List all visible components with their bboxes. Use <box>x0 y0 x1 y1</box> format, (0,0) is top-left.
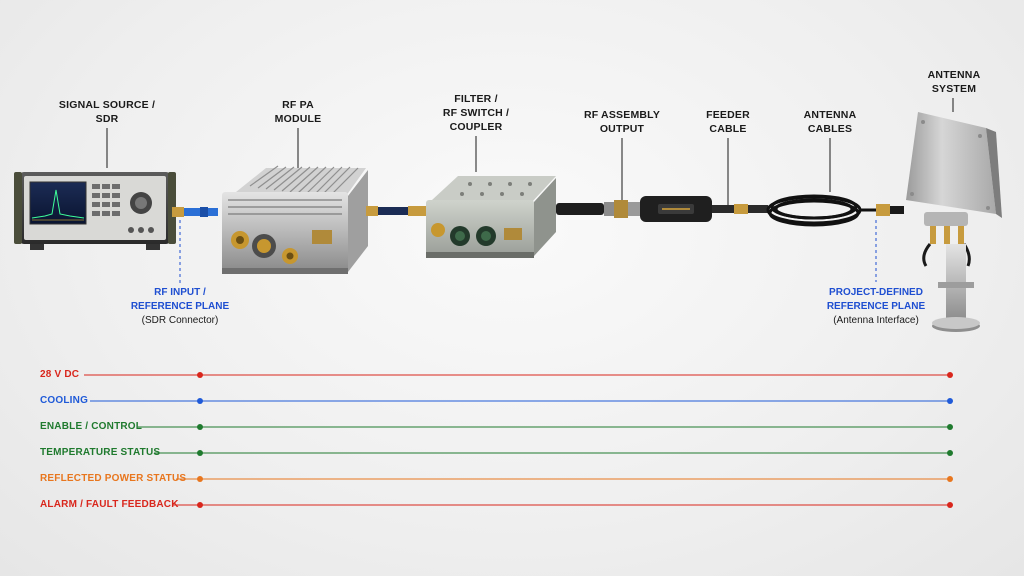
label-line: SIGNAL SOURCE / <box>58 99 156 111</box>
signal-endpoint-dot <box>947 372 953 378</box>
label-signal-source-sdr: SIGNAL SOURCE / SDR <box>47 98 167 126</box>
signal-label-alarm-fault-feedback: ALARM / FAULT FEEDBACK <box>40 499 179 510</box>
label-line: FEEDER <box>706 109 750 121</box>
signal-endpoint-dot <box>947 450 953 456</box>
label-line: SDR <box>95 113 119 125</box>
sdr-device <box>14 172 176 250</box>
ref-line: PROJECT-DEFINED <box>829 287 923 298</box>
label-line: SYSTEM <box>931 83 977 95</box>
ref-line: REFERENCE PLANE <box>130 301 230 312</box>
leader-lines <box>106 98 954 206</box>
ref-note: (Antenna Interface) <box>833 315 919 326</box>
label-line: COUPLER <box>449 121 503 133</box>
signal-endpoint-dot <box>947 398 953 404</box>
signal-label-cooling: COOLING <box>40 395 89 406</box>
label-filter-switch-coupler: FILTER / RF SWITCH / COUPLER <box>426 92 526 134</box>
label-line: RF ASSEMBLY <box>583 109 661 121</box>
label-rf-assembly-output: RF ASSEMBLY OUTPUT <box>572 108 672 136</box>
rf-assembly-output <box>556 200 640 218</box>
label-antenna-system: ANTENNA SYSTEM <box>914 68 994 96</box>
label-line: FILTER / <box>454 93 498 105</box>
signal-endpoint-dot <box>197 450 203 456</box>
signal-endpoint-dot <box>947 424 953 430</box>
label-line: OUTPUT <box>599 123 645 135</box>
signal-lines <box>84 372 953 508</box>
rf-pa-module <box>222 165 368 274</box>
label-feeder-cable: FEEDER CABLE <box>688 108 768 136</box>
label-line: CABLE <box>709 123 747 135</box>
signal-label-28v-dc: 28 V DC <box>40 369 80 380</box>
antenna-cables-coil <box>766 194 876 227</box>
label-line: MODULE <box>274 113 322 125</box>
label-line: ANTENNA <box>803 109 857 121</box>
label-line: CABLES <box>807 123 853 135</box>
label-line: RF SWITCH / <box>442 107 510 119</box>
reference-plane-markers <box>179 220 877 286</box>
label-line: ANTENNA <box>927 69 981 81</box>
feeder-cable <box>640 196 768 222</box>
signal-endpoint-dot <box>197 398 203 404</box>
label-antenna-cables: ANTENNA CABLES <box>790 108 870 136</box>
signal-label-enable-control: ENABLE / CONTROL <box>40 421 143 432</box>
pa-filter-cable <box>366 206 430 216</box>
signal-endpoint-dot <box>197 502 203 508</box>
label-line: RF PA <box>282 99 314 111</box>
signal-endpoint-dot <box>947 502 953 508</box>
signal-endpoint-dot <box>947 476 953 482</box>
signal-endpoint-dot <box>197 476 203 482</box>
antenna-system <box>906 112 1002 332</box>
filter-switch-coupler <box>426 176 556 258</box>
ref-line: REFERENCE PLANE <box>826 301 926 312</box>
sdr-pa-cable <box>172 207 218 217</box>
signal-label-temperature-status: TEMPERATURE STATUS <box>40 447 161 458</box>
rf-input-reference-plane: RF INPUT / REFERENCE PLANE (SDR Connecto… <box>115 286 245 328</box>
signal-label-reflected-power-status: REFLECTED POWER STATUS <box>40 473 187 484</box>
project-defined-reference-plane: PROJECT-DEFINED REFERENCE PLANE (Antenna… <box>808 286 944 328</box>
ref-line: RF INPUT / <box>154 287 206 298</box>
signal-endpoint-dot <box>197 424 203 430</box>
ref-note: (SDR Connector) <box>141 315 219 326</box>
label-rf-pa-module: RF PA MODULE <box>248 98 348 126</box>
signal-endpoint-dot <box>197 372 203 378</box>
